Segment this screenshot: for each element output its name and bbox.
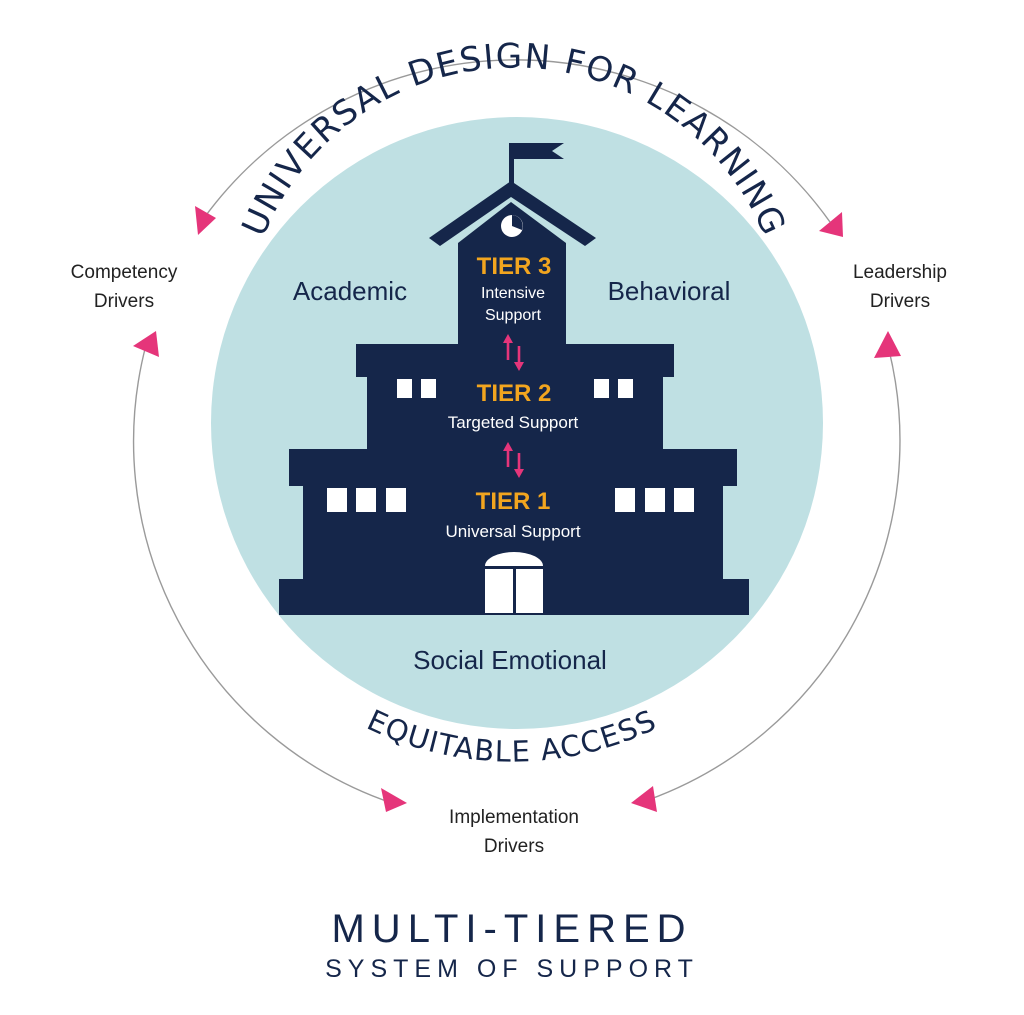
tier2-title: TIER 2 xyxy=(477,380,552,407)
arrowhead-bottom-right xyxy=(631,786,657,812)
window xyxy=(594,379,609,398)
tier2-support: Targeted Support xyxy=(448,413,579,432)
window xyxy=(674,488,694,512)
door-icon xyxy=(485,552,543,613)
tier1-cornice xyxy=(289,449,737,486)
driver-bottom-line2: Drivers xyxy=(484,836,544,857)
footer-subtitle: SYSTEM OF SUPPORT xyxy=(325,955,699,983)
driver-right-line1: Leadership xyxy=(853,262,947,283)
driver-left-line2: Drivers xyxy=(94,291,154,312)
driver-left-line1: Competency xyxy=(71,262,178,283)
clock-icon xyxy=(501,215,523,237)
window xyxy=(615,488,635,512)
window xyxy=(356,488,376,512)
driver-right-line2: Drivers xyxy=(870,291,930,312)
arrowhead-right-up xyxy=(874,331,901,358)
tier2-block xyxy=(367,376,663,450)
window xyxy=(645,488,665,512)
tower xyxy=(458,202,566,345)
domain-behavioral: Behavioral xyxy=(608,276,731,306)
building-base xyxy=(279,579,749,615)
tier3-title: TIER 3 xyxy=(477,253,552,280)
windows xyxy=(327,379,694,512)
outer-ring-arc-left xyxy=(132,344,387,802)
driver-bottom-line1: Implementation xyxy=(449,807,579,828)
window xyxy=(397,379,412,398)
outer-ring-arc-right xyxy=(647,345,901,801)
flag-pole xyxy=(509,143,514,185)
tier1-title: TIER 1 xyxy=(476,488,551,515)
footer-title: MULTI-TIERED xyxy=(331,907,692,951)
tier3-support-line1: Intensive xyxy=(481,285,545,302)
window xyxy=(386,488,406,512)
triangle-arrowhead-icon xyxy=(133,206,901,812)
domain-academic: Academic xyxy=(293,276,407,306)
window xyxy=(421,379,436,398)
tier3-support-line2: Support xyxy=(485,307,542,324)
flag-icon xyxy=(514,143,564,159)
arrowhead-left-up xyxy=(133,331,159,357)
arrowhead-bottom-left xyxy=(381,788,407,812)
arrowhead-top-right xyxy=(819,212,843,237)
window xyxy=(327,488,347,512)
tier2-cornice xyxy=(356,344,674,377)
outer-ring-arc-top xyxy=(203,59,831,223)
bidirectional-arrows-icon xyxy=(503,442,524,478)
roof xyxy=(429,181,596,246)
window xyxy=(618,379,633,398)
domain-social-emotional: Social Emotional xyxy=(413,645,607,675)
bidirectional-arrows-icon xyxy=(503,334,524,371)
tier1-support: Universal Support xyxy=(445,522,580,541)
arrowhead-top-left xyxy=(195,206,216,235)
